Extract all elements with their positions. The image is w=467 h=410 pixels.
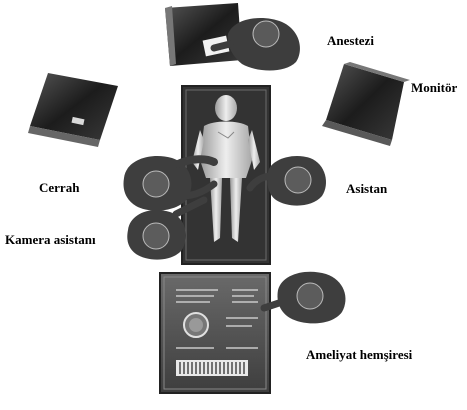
laparoscopy-tower bbox=[28, 73, 118, 147]
instrument-tray bbox=[160, 273, 270, 393]
label-surgeon: Cerrah bbox=[39, 180, 79, 196]
label-assistant: Asistan bbox=[346, 181, 387, 197]
label-monitor: Monitör bbox=[411, 80, 457, 96]
scrub-nurse-figure bbox=[264, 272, 345, 324]
label-camera-assistant: Kamera asistanı bbox=[5, 232, 96, 248]
monitor-device bbox=[322, 62, 410, 146]
label-anesthesia: Anestezi bbox=[327, 33, 374, 49]
label-scrub-nurse: Ameliyat hemşiresi bbox=[306, 347, 412, 363]
